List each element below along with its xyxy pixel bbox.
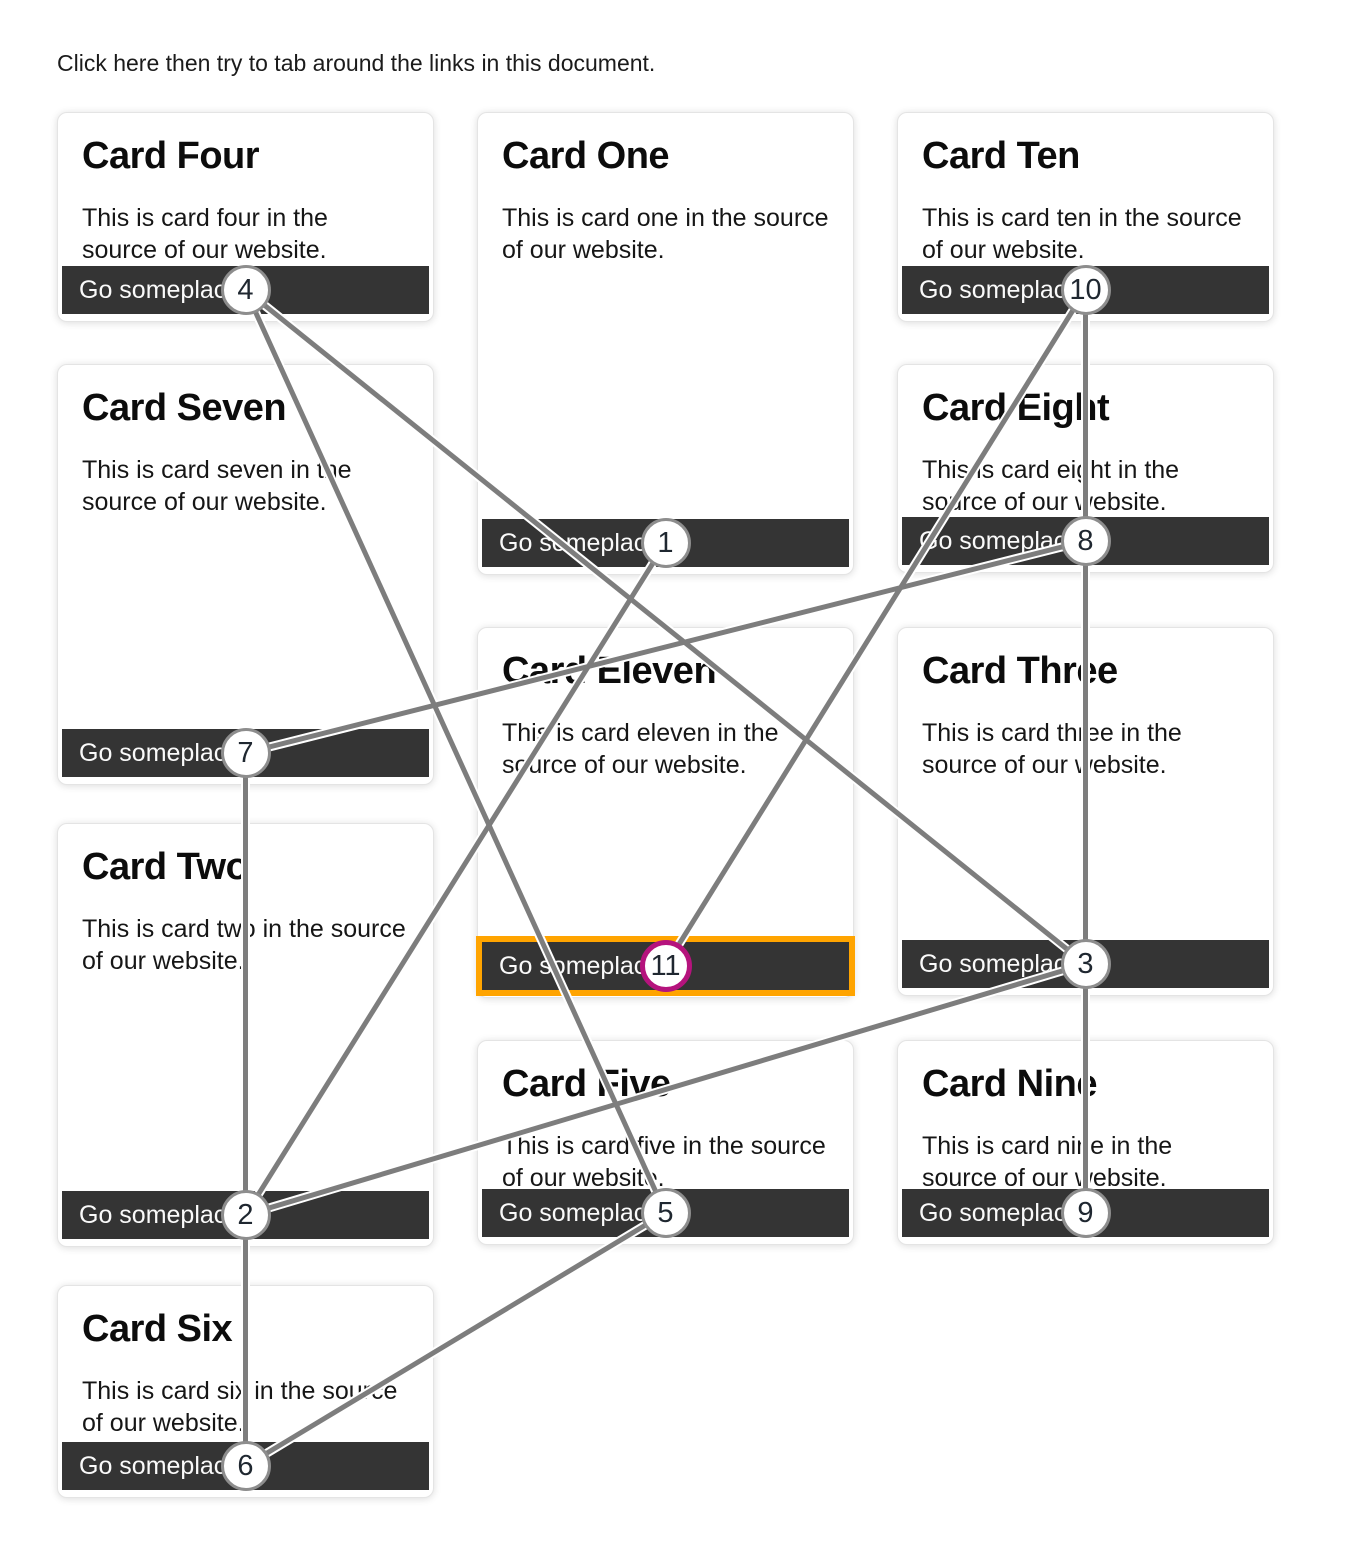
go-someplace-button-focused[interactable]: Go someplace	[482, 942, 849, 990]
go-someplace-button[interactable]: Go someplace	[482, 519, 849, 567]
card-description: This is card eleven in the source of our…	[502, 719, 779, 779]
card-description: This is card four in the source of our w…	[82, 204, 328, 264]
go-someplace-button[interactable]: Go someplace	[902, 517, 1269, 565]
card-title: Card Nine	[922, 1063, 1097, 1105]
card-description: This is card one in the source of our we…	[502, 204, 829, 264]
card-title: Card One	[502, 135, 670, 177]
go-someplace-button[interactable]: Go someplace	[62, 1442, 429, 1490]
card-title: Card Two	[82, 846, 249, 888]
card-title: Card Eight	[922, 387, 1110, 429]
go-someplace-button[interactable]: Go someplace	[902, 266, 1269, 314]
card-description: This is card nine in the source of our w…	[922, 1132, 1173, 1192]
card-eight: Card Eight This is card eight in the sou…	[897, 364, 1274, 573]
card-title: Card Five	[502, 1063, 671, 1105]
go-someplace-button[interactable]: Go someplace	[902, 940, 1269, 988]
card-two: Card Two This is card two in the source …	[57, 823, 434, 1247]
card-description: This is card ten in the source of our we…	[922, 204, 1242, 264]
card-title: Card Eleven	[502, 650, 717, 692]
card-description: This is card eight in the source of our …	[922, 456, 1180, 516]
go-someplace-button[interactable]: Go someplace	[62, 266, 429, 314]
card-title: Card Seven	[82, 387, 287, 429]
card-six: Card Six This is card six in the source …	[57, 1285, 434, 1498]
go-someplace-button[interactable]: Go someplace	[902, 1189, 1269, 1237]
card-nine: Card Nine This is card nine in the sourc…	[897, 1040, 1274, 1245]
card-title: Card Six	[82, 1308, 233, 1350]
card-five: Card Five This is card five in the sourc…	[477, 1040, 854, 1245]
go-someplace-button[interactable]: Go someplace	[62, 1191, 429, 1239]
instruction-text[interactable]: Click here then try to tab around the li…	[57, 50, 656, 76]
card-description: This is card five in the source of our w…	[502, 1132, 826, 1192]
card-description: This is card seven in the source of our …	[82, 456, 352, 516]
card-one: Card One This is card one in the source …	[477, 112, 854, 575]
card-title: Card Four	[82, 135, 260, 177]
go-someplace-button[interactable]: Go someplace	[482, 1189, 849, 1237]
card-seven: Card Seven This is card seven in the sou…	[57, 364, 434, 785]
card-description: This is card three in the source of our …	[922, 719, 1182, 779]
card-title: Card Three	[922, 650, 1118, 692]
card-title: Card Ten	[922, 135, 1080, 177]
card-description: This is card two in the source of our we…	[82, 915, 406, 975]
card-four: Card Four This is card four in the sourc…	[57, 112, 434, 322]
go-someplace-button[interactable]: Go someplace	[62, 729, 429, 777]
card-eleven: Card Eleven This is card eleven in the s…	[477, 627, 854, 998]
card-description: This is card six in the source of our we…	[82, 1377, 398, 1437]
card-three: Card Three This is card three in the sou…	[897, 627, 1274, 996]
card-ten: Card Ten This is card ten in the source …	[897, 112, 1274, 322]
